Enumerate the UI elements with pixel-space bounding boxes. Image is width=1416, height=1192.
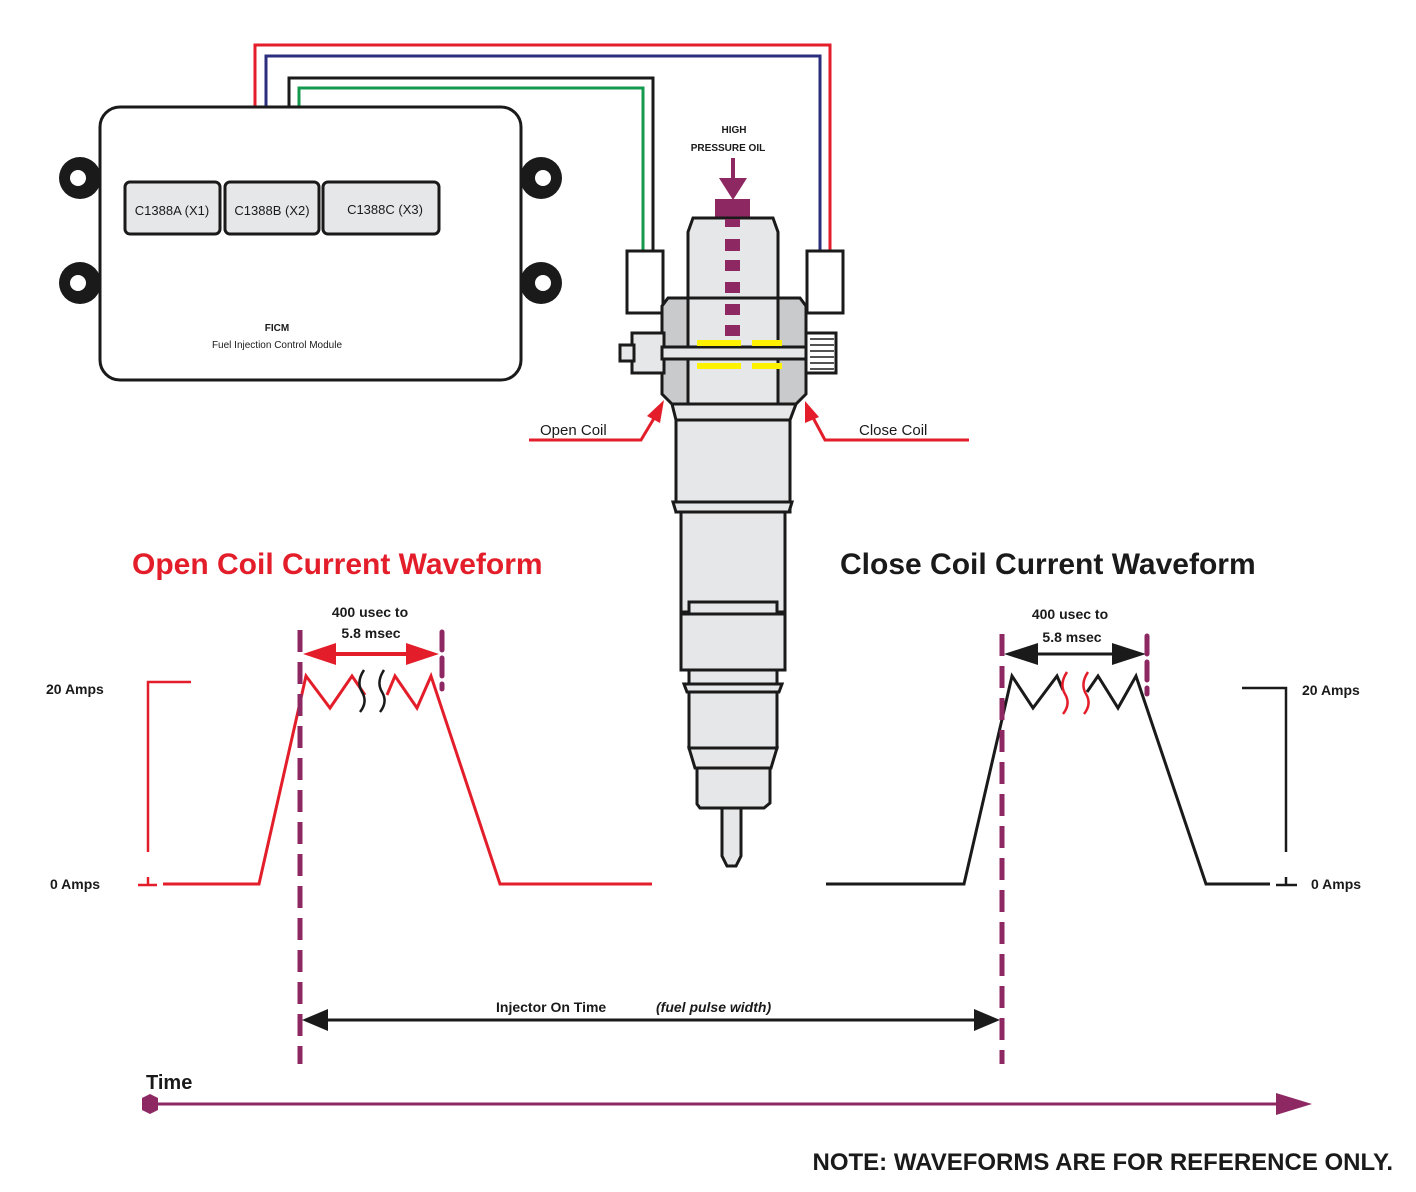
injector-ring bbox=[679, 612, 787, 672]
open-duration-line2: 5.8 msec bbox=[341, 625, 400, 641]
injector-body-collar bbox=[670, 500, 795, 514]
connector-x2-label: C1388B (X2) bbox=[234, 203, 309, 218]
open-duration-arrow bbox=[303, 643, 439, 665]
injector-neck-2 bbox=[687, 668, 779, 686]
close-duration-line2: 5.8 msec bbox=[1042, 629, 1101, 645]
injector-connector-right bbox=[805, 249, 845, 315]
connector-x1-label: C1388A (X1) bbox=[135, 203, 209, 218]
injector-shoulder bbox=[670, 402, 799, 422]
open-coil-callout: Open Coil bbox=[529, 400, 664, 442]
oil-inlet-cap bbox=[715, 199, 750, 217]
open-amp-scale bbox=[138, 680, 191, 887]
close-low-label: 0 Amps bbox=[1311, 876, 1361, 892]
close-current-trace bbox=[826, 672, 1065, 886]
open-break-symbol bbox=[358, 669, 386, 713]
injector-connector-left bbox=[625, 249, 665, 315]
ficm-title: FICM bbox=[265, 323, 289, 334]
ficm-module: C1388A (X1) C1388B (X2) C1388C (X3) FICM… bbox=[59, 105, 562, 382]
injector-on-time-label: Injector On Time bbox=[496, 999, 606, 1015]
coil-windings bbox=[697, 340, 782, 369]
mounting-ear-bottom-left bbox=[59, 262, 101, 304]
close-high-label: 20 Amps bbox=[1302, 682, 1360, 698]
reference-note: NOTE: WAVEFORMS ARE FOR REFERENCE ONLY. bbox=[813, 1149, 1394, 1176]
connector-x3[interactable] bbox=[321, 180, 441, 236]
injector-on-time-arrow bbox=[302, 1009, 1000, 1031]
open-current-trace bbox=[163, 672, 367, 886]
injector-on-time-note: (fuel pulse width) bbox=[656, 999, 771, 1015]
injector: HIGH PRESSURE OIL bbox=[618, 125, 845, 868]
connector-x1[interactable] bbox=[123, 180, 222, 236]
ficm-subtitle: Fuel Injection Control Module bbox=[212, 340, 343, 351]
close-waveform-title: Close Coil Current Waveform bbox=[840, 548, 1256, 581]
mounting-ear-top-right bbox=[520, 157, 562, 199]
open-waveform-title: Open Coil Current Waveform bbox=[132, 548, 543, 581]
spool-bar bbox=[660, 345, 808, 361]
mounting-ear-top-left bbox=[59, 157, 101, 199]
close-amp-scale bbox=[1242, 686, 1297, 887]
mounting-ear-bottom-right bbox=[520, 262, 562, 304]
close-break-symbol bbox=[1061, 671, 1090, 715]
open-current-trace-tail bbox=[385, 671, 652, 886]
oil-passage bbox=[725, 219, 740, 336]
pin-left-tip bbox=[618, 343, 636, 363]
time-axis bbox=[142, 1093, 1312, 1115]
close-coil-callout: Close Coil bbox=[805, 401, 969, 442]
oil-label-line2: PRESSURE OIL bbox=[691, 143, 765, 154]
injector-body-mid bbox=[679, 510, 787, 614]
knurl-lines bbox=[810, 338, 834, 370]
close-current-trace-tail bbox=[1085, 672, 1270, 886]
open-high-label: 20 Amps bbox=[46, 681, 104, 697]
time-axis-arrowhead bbox=[1276, 1093, 1312, 1115]
close-coil-label: Close Coil bbox=[859, 422, 927, 439]
injector-taper bbox=[686, 746, 780, 770]
injector-body-upper bbox=[674, 418, 792, 514]
injector-tip-body bbox=[695, 766, 772, 810]
close-duration-line1: 400 usec to bbox=[1032, 606, 1108, 622]
injector-lower bbox=[687, 690, 779, 750]
time-axis-label: Time bbox=[146, 1072, 192, 1094]
injector-neck-1 bbox=[687, 600, 779, 616]
injector-nozzle bbox=[720, 806, 743, 868]
oil-label-line1: HIGH bbox=[722, 125, 747, 136]
injector-lip bbox=[681, 682, 785, 694]
connector-x2[interactable] bbox=[223, 180, 321, 236]
pin-left-outer bbox=[630, 331, 666, 375]
oil-arrow-head bbox=[719, 178, 747, 200]
ficm-housing bbox=[98, 105, 523, 382]
time-axis-start-dot bbox=[142, 1094, 158, 1114]
close-duration-arrow bbox=[1004, 643, 1146, 665]
open-low-label: 0 Amps bbox=[50, 876, 100, 892]
open-duration-line1: 400 usec to bbox=[332, 604, 408, 620]
open-coil-label: Open Coil bbox=[540, 422, 607, 439]
connector-x3-label: C1388C (X3) bbox=[347, 202, 423, 217]
